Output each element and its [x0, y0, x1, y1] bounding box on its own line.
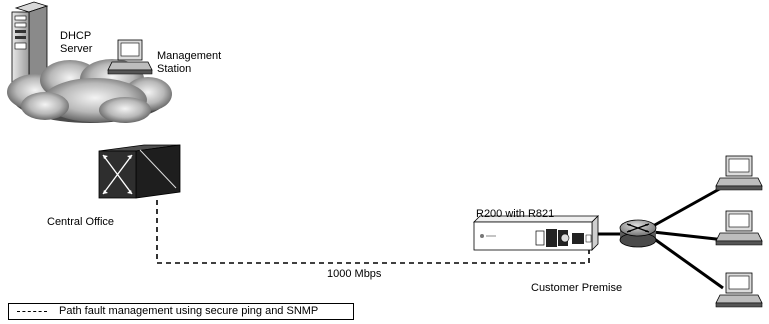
- management-station-label-line1: Management: [157, 50, 222, 62]
- customer-premise-label: Customer Premise: [531, 282, 623, 294]
- dhcp-server-label-line2: Server: [60, 43, 93, 55]
- dashed-line-legend-icon: [17, 311, 47, 312]
- path-fault-dashed-link: [156, 200, 590, 264]
- customer-pc-icon: [715, 210, 763, 246]
- management-station-label-line2: Station: [157, 63, 192, 75]
- dhcp-server-icon: [11, 1, 49, 87]
- dhcp-server-label-line1: DHCP: [60, 30, 92, 42]
- customer-pc-icon: [715, 155, 763, 191]
- central-office-switch-icon: [98, 144, 181, 199]
- customer-pc-icon: [715, 272, 763, 308]
- legend-text: Path fault management using secure ping …: [59, 305, 319, 317]
- central-office-label: Central Office: [47, 216, 115, 228]
- device-name-label: R200 with R821: [476, 208, 555, 220]
- network-cloud-icon: [7, 59, 172, 123]
- link-speed-label: 1000 Mbps: [327, 268, 382, 280]
- r200-device-icon: [473, 215, 599, 251]
- customer-lan-links: [597, 185, 726, 290]
- customer-router-icon: [619, 219, 657, 248]
- legend-box: Path fault management using secure ping …: [8, 303, 354, 320]
- management-station-pc-icon: [107, 39, 153, 75]
